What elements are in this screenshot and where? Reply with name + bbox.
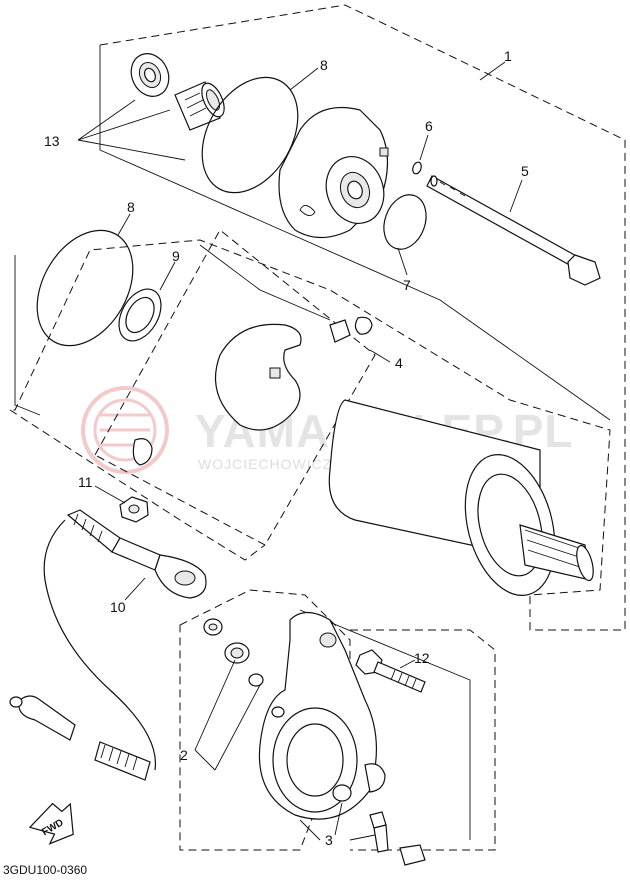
- part-6-o-ring-small: [412, 161, 422, 175]
- leader-7: [397, 247, 408, 276]
- callout-9: 9: [172, 248, 180, 264]
- leader-4: [369, 349, 391, 363]
- part-8-o-ring-lower: [36, 229, 134, 347]
- callout-3: 3: [325, 832, 333, 848]
- callout-8-upper: 8: [320, 57, 328, 73]
- callout-7: 7: [403, 277, 411, 293]
- assembly-outline-3: [350, 629, 496, 851]
- part-5-through-bolt: [426, 175, 601, 286]
- leader-8-upper: [289, 67, 319, 91]
- callout-4: 4: [395, 355, 403, 371]
- part-12-bolt: [355, 649, 426, 693]
- callout-6: 6: [425, 118, 433, 134]
- part-yoke-body: [328, 399, 594, 596]
- assembly-outline-4: [94, 229, 376, 546]
- leader-11: [94, 485, 126, 504]
- leader-2: [194, 659, 261, 771]
- doc-code: 3GDU100-0360: [3, 863, 87, 877]
- callout-2: 2: [180, 747, 188, 763]
- leader-12: [399, 659, 416, 669]
- part-11-nut: [119, 496, 149, 523]
- part-13-leaders: [77, 99, 186, 161]
- leader-5: [509, 179, 523, 213]
- leader-8-lower: [117, 213, 131, 236]
- leader-10: [124, 577, 146, 601]
- fwd-arrow-icon: FWD: [28, 802, 74, 845]
- part-13-oil-seal: [130, 53, 170, 97]
- part-3-terminal: [369, 811, 426, 866]
- frame-line-mid: [199, 244, 331, 321]
- callout-10: 10: [110, 599, 126, 615]
- watermark-logo-icon: [81, 386, 169, 474]
- part-9-washer: [118, 288, 162, 342]
- callout-8-lower: 8: [127, 199, 135, 215]
- part-13-needle-bearing: [174, 81, 225, 131]
- assembly-outline-1: [10, 4, 626, 631]
- frame-line-lower: [299, 609, 471, 840]
- assembly-outline-lower: [9, 409, 266, 561]
- part-rear-cover: [203, 611, 386, 820]
- leader-1: [479, 61, 506, 81]
- callout-1: 1: [504, 48, 512, 64]
- leader-9: [159, 261, 176, 291]
- frame-line-left: [14, 255, 41, 416]
- part-10-lead-wire: [9, 509, 207, 781]
- part-4-brush-plate: [132, 316, 373, 466]
- leader-3: [299, 802, 376, 841]
- callout-12: 12: [414, 650, 430, 666]
- part-front-cover: [278, 106, 389, 239]
- part-7-o-ring: [383, 194, 427, 250]
- leader-6: [419, 134, 429, 161]
- callout-11: 11: [78, 474, 93, 490]
- frame-line-top: [99, 45, 611, 421]
- callout-5: 5: [521, 163, 529, 179]
- callout-13: 13: [44, 133, 60, 149]
